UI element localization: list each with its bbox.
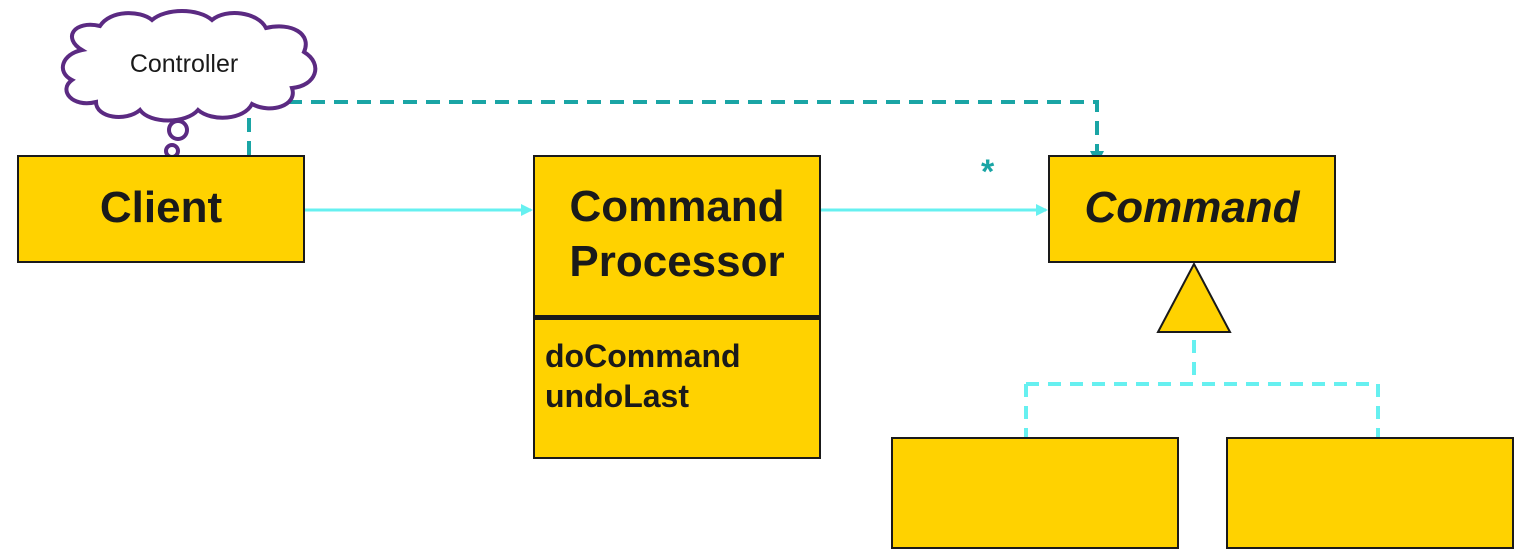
bubble-dot-large [167,119,189,141]
class-compartment-divider [535,315,819,320]
concrete-command-box-right [1226,437,1514,549]
operations-compartment: doCommand undoLast [545,336,741,416]
client-class-box: Client [17,155,305,263]
client-label: Client [99,183,223,232]
operation-undolast: undoLast [545,378,689,414]
operation-docommand: doCommand [545,338,741,374]
command-label: Command [1084,183,1300,232]
command-processor-label-line2: Processor [569,237,785,286]
inheritance-branch-lines [1024,340,1380,437]
client-command-dependency-line [247,100,1104,165]
command-processor-label: Command Processor [535,179,819,289]
controller-thought-bubble [60,9,318,172]
inheritance-triangle [1156,261,1232,333]
controller-label: Controller [129,50,239,78]
command-processor-class-box: Command Processor doCommand undoLast [533,155,821,459]
concrete-command-box-left [891,437,1179,549]
command-processor-label-line1: Command [569,182,785,231]
command-class-box: Command [1048,155,1336,263]
multiplicity-label: * [981,153,995,191]
